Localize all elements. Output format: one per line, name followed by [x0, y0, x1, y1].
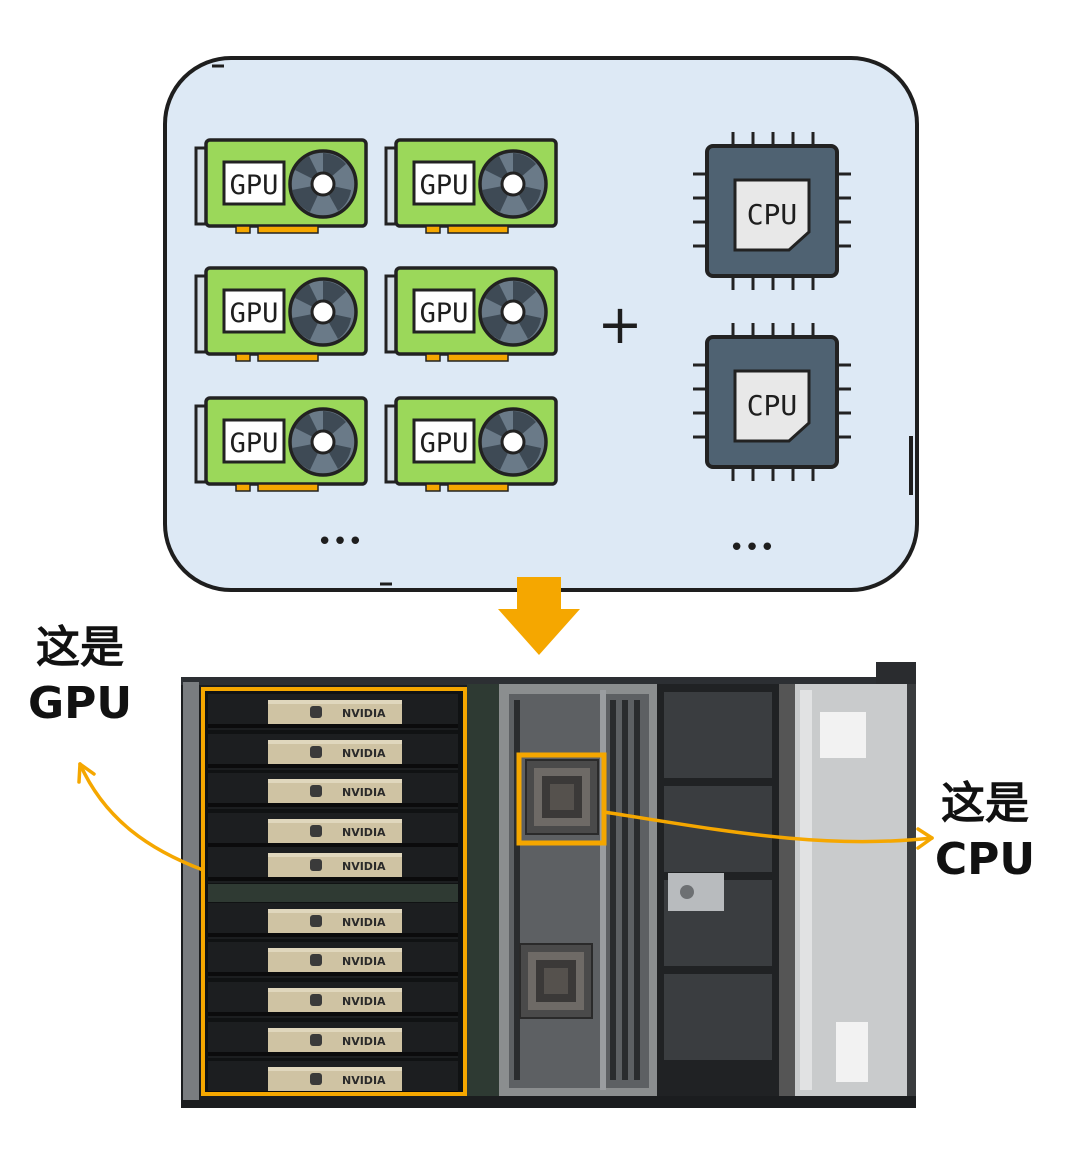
cpu-callout-arrow [602, 810, 934, 850]
plus-sign: + [597, 293, 642, 356]
gpu-brand-label: NVIDIA [342, 786, 386, 799]
gpu-card: GPU [384, 266, 558, 363]
gpu-card-label: GPU [230, 170, 279, 201]
gpu-brand-label: NVIDIA [342, 826, 386, 839]
gpu-brand-label: NVIDIA [342, 995, 386, 1008]
gpu-card: GPU [384, 396, 558, 493]
gpu-card-label: GPU [420, 428, 469, 459]
gpu-card: GPU [194, 138, 368, 235]
server-gpu: NVIDIA [208, 847, 458, 883]
server-gpu: NVIDIA [208, 813, 458, 849]
server-cpu-socket [525, 759, 599, 835]
gpu-card: GPU [194, 396, 368, 493]
gpu-callout-label: 这是 GPU [20, 620, 140, 732]
gpu-callout-line2: GPU [27, 678, 133, 729]
gpu-brand-label: NVIDIA [342, 707, 386, 720]
cpu-chip: CPU [691, 321, 853, 483]
cpu-chip-label: CPU [747, 389, 798, 422]
server-gpu: NVIDIA [208, 1061, 458, 1097]
server-gpu: NVIDIA [208, 982, 458, 1018]
gpu-highlight-box [201, 687, 467, 1096]
server-gpu: NVIDIA [208, 773, 458, 809]
cpu-callout-line2: CPU [934, 834, 1036, 885]
gpu-card-label: GPU [230, 298, 279, 329]
gpu-brand-label: NVIDIA [342, 916, 386, 929]
more-gpus-ellipsis: ••• [317, 527, 363, 557]
down-arrow-icon [498, 577, 580, 655]
cpu-callout-line1: 这是 [941, 778, 1029, 829]
gpu-callout-arrow [77, 762, 205, 872]
gpu-brand-label: NVIDIA [342, 1035, 386, 1048]
more-cpus-ellipsis: ••• [729, 533, 775, 563]
gpu-card-label: GPU [420, 298, 469, 329]
gpu-card: GPU [194, 266, 368, 363]
server-gpu: NVIDIA [208, 694, 458, 730]
server-gpu: NVIDIA [208, 903, 458, 939]
gpu-brand-label: NVIDIA [342, 955, 386, 968]
server-gpu: NVIDIA [208, 1022, 458, 1058]
gpu-card-label: GPU [420, 170, 469, 201]
server-cpu-socket [519, 943, 593, 1019]
cpu-highlight-box [516, 752, 607, 846]
gpu-brand-label: NVIDIA [342, 747, 386, 760]
gpu-brand-label: NVIDIA [342, 860, 386, 873]
server-gpu: NVIDIA [208, 734, 458, 770]
server-gpu: NVIDIA [208, 942, 458, 978]
gpu-card: GPU [384, 138, 558, 235]
gpu-callout-line1: 这是 [36, 622, 124, 673]
cpu-callout-label: 这是 CPU [925, 776, 1045, 888]
cpu-chip-label: CPU [747, 198, 798, 231]
pcie-riser [208, 884, 458, 902]
gpu-card-label: GPU [230, 428, 279, 459]
gpu-brand-label: NVIDIA [342, 1074, 386, 1087]
cpu-chip: CPU [691, 130, 853, 292]
